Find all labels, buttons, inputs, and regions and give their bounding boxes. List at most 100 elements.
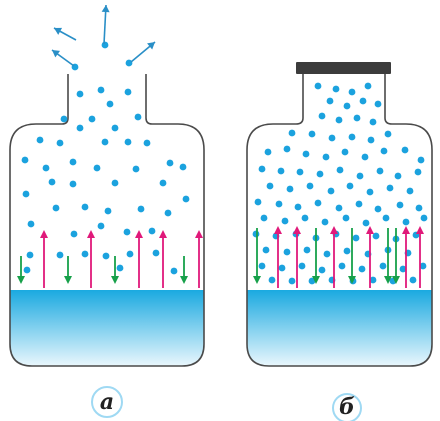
- molecule: [278, 264, 286, 272]
- molecule: [362, 219, 370, 227]
- molecule: [70, 230, 78, 238]
- caption-a: а: [91, 386, 123, 418]
- molecule: [148, 227, 156, 235]
- molecule: [336, 166, 344, 174]
- molecule: [372, 232, 380, 240]
- molecule: [369, 118, 377, 126]
- molecule: [170, 267, 178, 275]
- molecule: [318, 112, 326, 120]
- escape-arrow-head: [101, 5, 110, 13]
- molecule: [283, 145, 291, 153]
- molecule: [366, 188, 374, 196]
- arrow-up: [416, 226, 424, 288]
- molecule: [382, 214, 390, 222]
- molecule: [76, 124, 84, 132]
- molecule: [106, 100, 114, 108]
- molecule: [262, 246, 270, 254]
- escape-arrow: [51, 49, 75, 67]
- molecule: [268, 276, 276, 284]
- arrow-up-head: [135, 230, 143, 238]
- molecule: [76, 90, 84, 98]
- arrow-up: [135, 230, 143, 288]
- molecule: [394, 172, 402, 180]
- arrow-up: [195, 230, 203, 288]
- molecule: [23, 266, 31, 274]
- escape-arrow: [130, 41, 156, 63]
- escape-arrow-head: [147, 42, 155, 50]
- molecule: [102, 252, 110, 260]
- molecules-open: [21, 41, 190, 275]
- molecule: [164, 209, 172, 217]
- arrow-up-head: [366, 226, 374, 234]
- molecule: [69, 180, 77, 188]
- arrow-up: [293, 226, 301, 288]
- vessel-outline-closed: [246, 74, 433, 367]
- molecule: [101, 138, 109, 146]
- molecule: [355, 200, 363, 208]
- molecule: [124, 138, 132, 146]
- arrow-up-head: [330, 226, 338, 234]
- molecule: [22, 190, 30, 198]
- molecule: [254, 198, 262, 206]
- molecule: [125, 59, 133, 67]
- molecule: [303, 246, 311, 254]
- arrow-down-head: [384, 276, 392, 284]
- molecule: [406, 187, 414, 195]
- molecule: [288, 277, 296, 285]
- molecule: [338, 262, 346, 270]
- arrow-down: [392, 228, 400, 284]
- molecule: [143, 139, 151, 147]
- arrows-open: [17, 230, 203, 288]
- arrow-down-head: [180, 276, 188, 284]
- molecule: [326, 97, 334, 105]
- molecule: [302, 150, 310, 158]
- liquid-open: [10, 290, 204, 366]
- molecule: [298, 262, 306, 270]
- arrow-down: [64, 256, 72, 284]
- molecule: [258, 165, 266, 173]
- molecule: [335, 116, 343, 124]
- molecule: [258, 262, 266, 270]
- arrow-down-head: [253, 276, 261, 284]
- arrow-up-head: [159, 230, 167, 238]
- arrow-down-head: [64, 276, 72, 284]
- molecule: [26, 251, 34, 259]
- molecule: [266, 182, 274, 190]
- molecule: [358, 265, 366, 273]
- molecule: [81, 203, 89, 211]
- arrow-down-head: [348, 276, 356, 284]
- molecule: [27, 220, 35, 228]
- caption-a-circle: [91, 386, 123, 418]
- molecule: [328, 134, 336, 142]
- molecule: [179, 163, 187, 171]
- molecule: [132, 165, 140, 173]
- molecule: [264, 148, 272, 156]
- panel-closed-vessel: б: [246, 62, 433, 421]
- molecule: [374, 100, 382, 108]
- molecule: [56, 251, 64, 259]
- molecule: [288, 129, 296, 137]
- molecule: [417, 156, 425, 164]
- arrow-up-head: [195, 230, 203, 238]
- molecule: [281, 217, 289, 225]
- molecule: [182, 195, 190, 203]
- molecule: [159, 179, 167, 187]
- molecule: [137, 205, 145, 213]
- molecule: [369, 276, 377, 284]
- molecule: [275, 200, 283, 208]
- molecule: [415, 204, 423, 212]
- arrow-down-head: [392, 276, 400, 284]
- arrow-down-head: [312, 276, 320, 284]
- arrow-up-head: [274, 226, 282, 234]
- arrow-down: [180, 256, 188, 284]
- vessel-outline-open: [9, 74, 205, 367]
- molecule: [361, 153, 369, 161]
- molecule: [335, 204, 343, 212]
- arrow-up: [87, 230, 95, 288]
- molecule: [252, 230, 260, 238]
- molecule: [356, 172, 364, 180]
- molecule: [401, 146, 409, 154]
- molecule: [348, 88, 356, 96]
- escape-arrow: [53, 27, 77, 41]
